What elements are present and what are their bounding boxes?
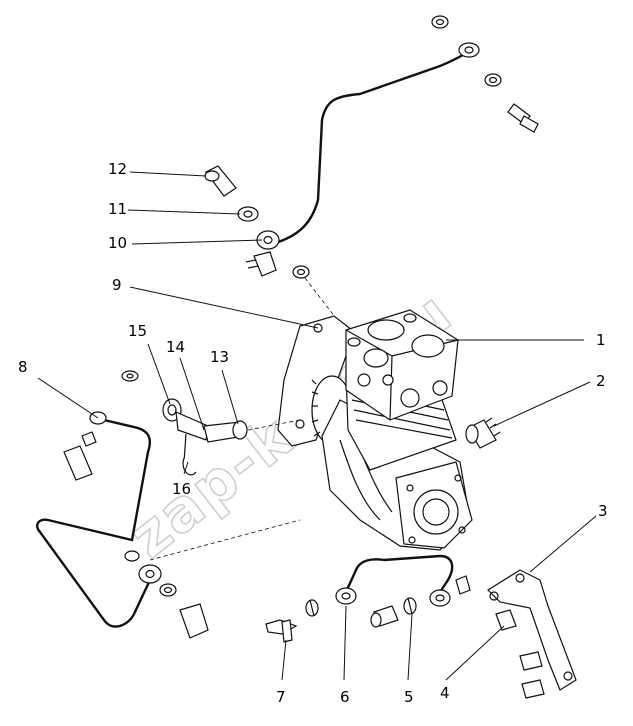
spring-washer-6 bbox=[305, 599, 319, 617]
banjo-bolt-12 bbox=[204, 165, 237, 197]
fitting-2 bbox=[465, 417, 501, 449]
left-oil-tube-8 bbox=[36, 411, 301, 639]
callout-12: 12 bbox=[108, 160, 127, 178]
lower-oil-tube bbox=[335, 554, 471, 607]
callout-8: 8 bbox=[18, 358, 28, 376]
callouts: 1 2 3 4 5 6 7 8 9 10 11 12 13 14 15 16 bbox=[18, 160, 608, 706]
bolt-near-5 bbox=[370, 605, 399, 628]
callout-3: 3 bbox=[598, 502, 608, 520]
callout-6: 6 bbox=[340, 688, 350, 706]
callout-5: 5 bbox=[404, 688, 414, 706]
bolt-7 bbox=[265, 619, 298, 643]
leader-lines bbox=[37, 171, 597, 681]
callout-16: 16 bbox=[172, 480, 191, 498]
connector-below-10 bbox=[245, 251, 346, 331]
callout-10: 10 bbox=[108, 234, 127, 252]
callout-15: 15 bbox=[128, 322, 147, 340]
callout-9: 9 bbox=[112, 276, 122, 294]
nuts-bottom-right bbox=[519, 651, 545, 699]
callout-11: 11 bbox=[108, 200, 127, 218]
top-right-fittings bbox=[431, 15, 539, 133]
left-oil-fittings bbox=[121, 370, 301, 476]
callout-14: 14 bbox=[166, 338, 185, 356]
callout-4: 4 bbox=[440, 684, 450, 702]
bolt-4 bbox=[495, 609, 517, 631]
callout-7: 7 bbox=[276, 688, 286, 706]
compressor-assembly bbox=[277, 309, 473, 551]
spring-washer-5 bbox=[403, 597, 417, 615]
washer-11 bbox=[237, 206, 259, 222]
bracket-3 bbox=[487, 569, 577, 691]
callout-1: 1 bbox=[596, 331, 606, 349]
callout-2: 2 bbox=[596, 372, 606, 390]
callout-13: 13 bbox=[210, 348, 229, 366]
top-pressure-tube bbox=[256, 42, 480, 250]
